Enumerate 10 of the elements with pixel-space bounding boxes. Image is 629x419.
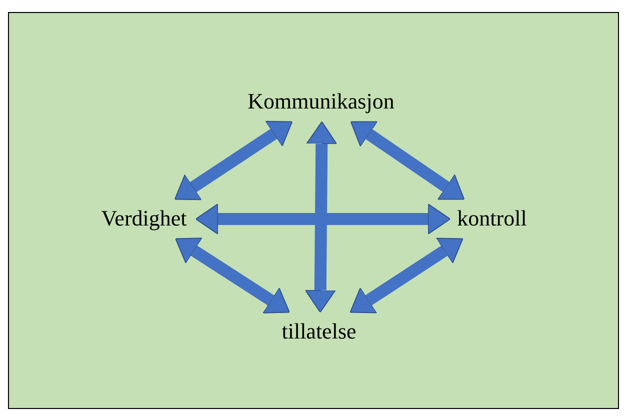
concept-label: Verdighet xyxy=(101,204,187,232)
concept-label: tillatelse xyxy=(282,317,356,345)
concept-label: kontroll xyxy=(457,204,527,232)
concept-label: Kommunikasjon xyxy=(248,87,394,115)
double-arrow xyxy=(174,120,293,200)
double-arrow xyxy=(195,204,451,234)
double-arrow xyxy=(350,121,465,200)
double-arrow xyxy=(350,238,464,314)
double-arrow xyxy=(304,121,338,313)
double-arrow xyxy=(175,238,290,314)
